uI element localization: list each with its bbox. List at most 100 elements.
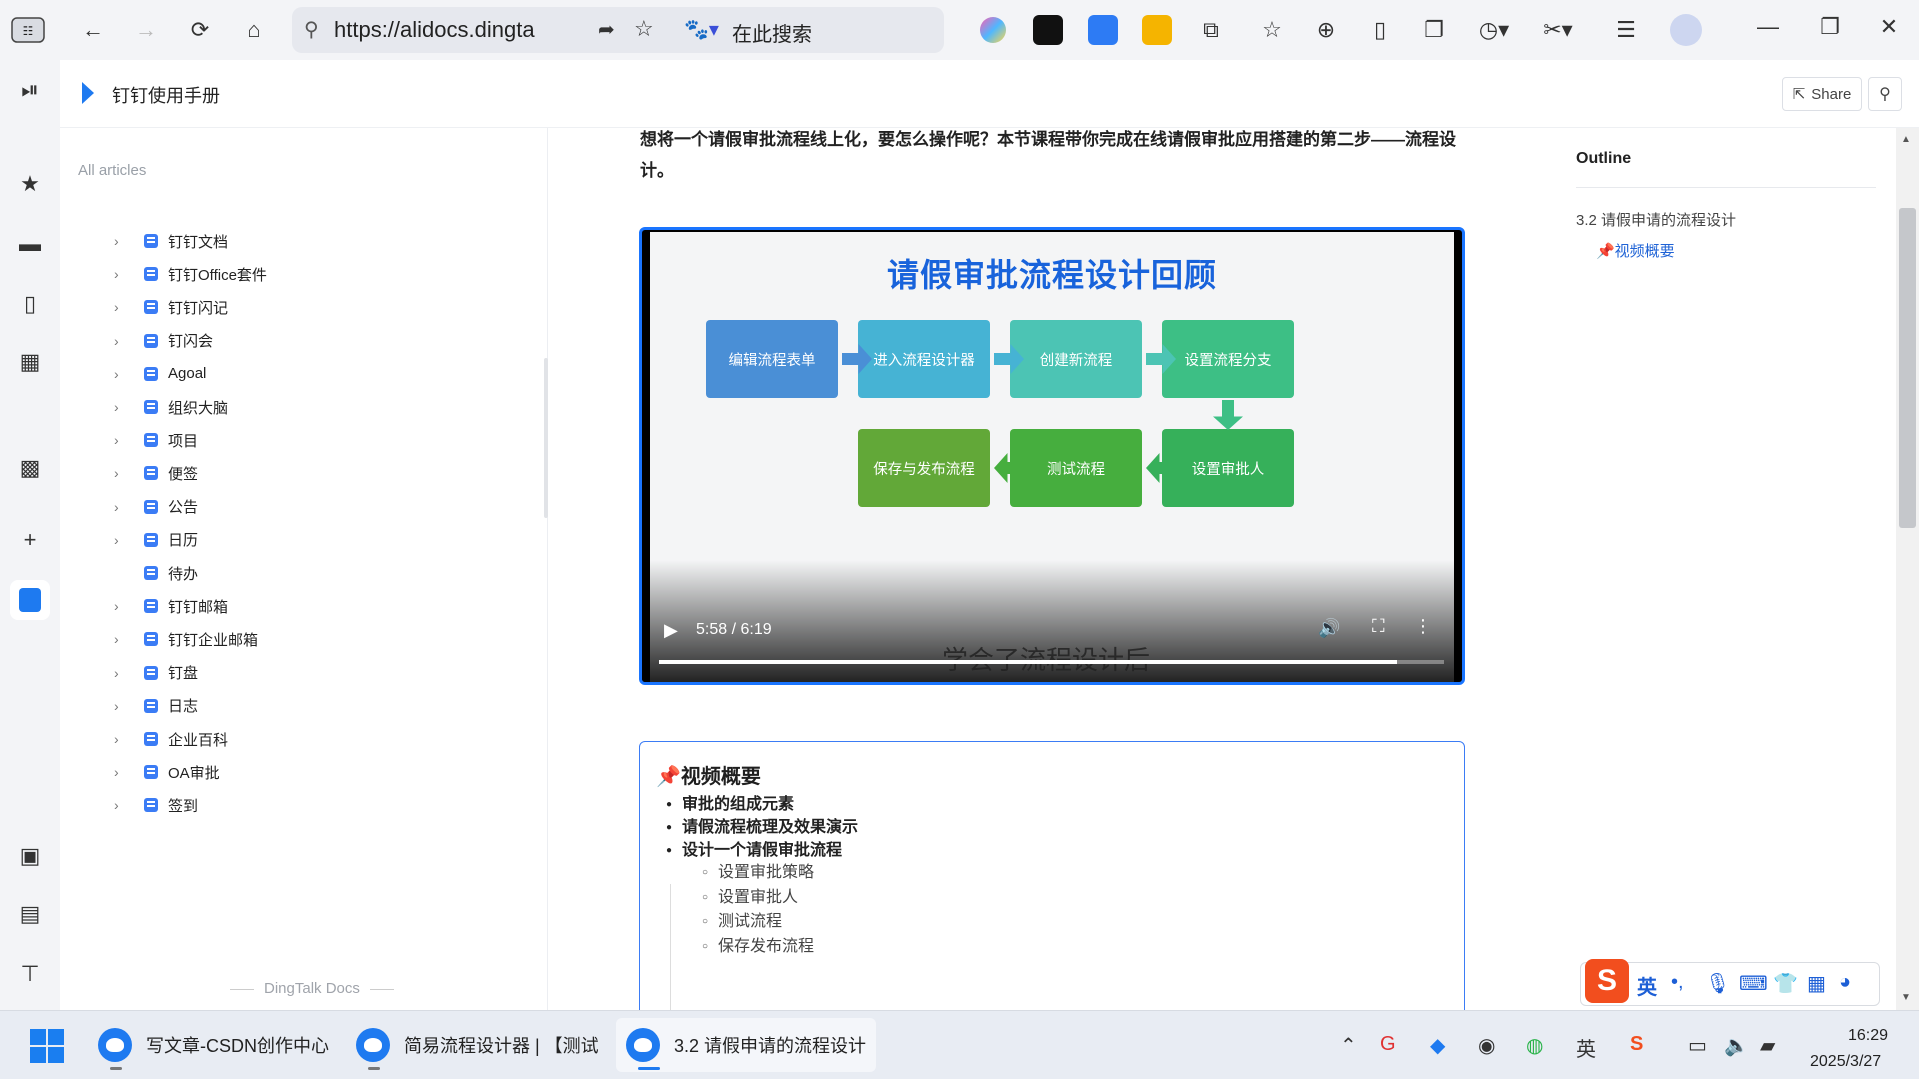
tray-overflow-icon[interactable]: ⌃ [1340,1035,1357,1057]
chevron-right-icon[interactable]: › [114,332,119,349]
sidebar-item[interactable]: ›项目 [114,425,198,455]
scroll-down-icon[interactable]: ▼ [1901,992,1911,1003]
tab-switch-icon[interactable]: ❐ [1424,17,1444,42]
search-engine-input[interactable]: 在此搜索 [732,24,812,46]
media-play-pause-icon[interactable]: ⏯ [21,77,39,102]
share-button[interactable]: ⇱ Share [1782,77,1862,111]
browser-menu-icon[interactable]: ☷ [10,12,46,48]
translate-icon[interactable] [1088,15,1118,45]
clock-date[interactable]: 2025/3/27 [1810,1053,1882,1070]
close-icon[interactable]: ✕ [1879,14,1899,39]
apps-grid-icon[interactable]: ▦ [19,349,41,374]
qq-tray-icon[interactable]: ◉ [1478,1035,1496,1057]
video-progress-bar[interactable] [659,660,1444,664]
mascot-icon[interactable]: ◕ [1839,971,1852,993]
extensions-icon[interactable]: ⧉ [1203,17,1219,42]
tablet-icon[interactable]: ▯ [23,291,37,316]
sidebar-item[interactable]: ›钉盘 [114,658,198,688]
paw-search-icon[interactable]: 🐾▾ [684,19,719,41]
add-widget-icon[interactable]: ▩ [19,455,41,480]
avatar[interactable] [1670,14,1702,46]
saved-folder-icon[interactable]: ▣ [19,843,41,868]
forward-icon[interactable]: → [135,17,157,42]
doc-title[interactable]: 钉钉使用手册 [112,86,220,106]
chevron-right-icon[interactable]: › [114,266,119,283]
chevron-right-icon[interactable]: › [114,399,119,415]
sidebar-item[interactable]: ›日历 [114,525,198,555]
home-icon[interactable]: ⌂ [247,17,261,42]
chevron-right-icon[interactable]: › [114,432,119,449]
bookmark-star-icon[interactable]: ☆ [634,16,654,41]
chevron-right-icon[interactable]: › [114,299,119,316]
outline-item[interactable]: 3.2 请假申请的流程设计 [1576,212,1737,229]
sidebar-item[interactable]: ›组织大脑 [114,392,228,422]
more-options-icon[interactable]: ⋮ [1414,616,1432,636]
wechat-tray-icon[interactable]: ◍ [1526,1035,1544,1057]
chevron-right-icon[interactable]: › [114,233,119,249]
sidebar-item[interactable]: ›签到 [114,790,198,820]
tray-app-icon[interactable]: G [1380,1033,1396,1055]
outline-item[interactable]: 📌视频概要 [1596,243,1675,260]
briefcase-icon[interactable]: ▤ [19,901,41,926]
sidebar-item[interactable]: ›钉钉文档 [114,226,228,256]
taskbar-item[interactable]: 简易流程设计器 | 【测试 [346,1018,609,1072]
doc-search-button[interactable]: ⚲ [1868,77,1902,111]
chevron-right-icon[interactable]: › [114,598,119,615]
sidebar-item[interactable]: ›钉钉企业邮箱 [114,624,258,654]
restore-icon[interactable]: ❐ [1820,14,1840,39]
sidebar-item[interactable]: ›日志 [114,691,198,721]
chevron-right-icon[interactable]: › [114,731,119,747]
play-icon[interactable]: ▶ [664,620,678,640]
ai-assistant-icon[interactable] [980,17,1006,43]
sidebar-item[interactable]: ›钉钉邮箱 [114,591,228,621]
sogou-logo-icon[interactable]: S [1585,959,1629,1003]
tray-ime-indicator[interactable]: 英 [1576,1039,1596,1061]
sidebar-item[interactable]: ›企业百科 [114,724,228,754]
url-text[interactable]: https://alidocs.dingta [334,17,535,42]
keyboard-icon[interactable]: ⌨ [1739,973,1768,995]
reload-icon[interactable]: ⟳ [190,17,210,42]
chevron-right-icon[interactable]: › [114,631,119,648]
sidebar-item[interactable]: 待办 [114,558,198,588]
sidebar-item[interactable]: ›公告 [114,492,198,522]
pin-icon[interactable]: ⊤ [20,961,40,986]
taskbar-item[interactable]: 写文章-CSDN创作中心 [88,1018,339,1072]
sidebar-item[interactable]: ›钉钉闪记 [114,292,228,322]
back-icon[interactable]: ← [82,17,104,42]
chevron-right-icon[interactable]: › [114,664,119,681]
sidebar-item[interactable]: ›钉钉Office套件 [114,259,267,289]
share-page-icon[interactable]: ➦ [598,19,615,41]
sogou-tray-icon[interactable]: S [1630,1033,1644,1055]
sidebar-item[interactable]: ›便签 [114,458,198,488]
network-icon[interactable]: ▭ [1688,1035,1707,1057]
screenshot-icon[interactable]: ✂▾ [1543,17,1573,42]
draw-extension-icon[interactable] [1033,15,1063,45]
toolbox-icon[interactable]: ▦ [1807,973,1826,995]
address-bar[interactable]: ⚲ https://alidocs.dingta ➦ ☆ 🐾▾ 在此搜索 [292,7,944,53]
chevron-right-icon[interactable]: › [114,531,119,548]
page-scroll-thumb[interactable] [1899,208,1916,528]
menu-icon[interactable]: ☰ [1616,17,1636,42]
punctuation-icon[interactable]: •, [1671,971,1684,993]
chevron-right-icon[interactable]: › [114,797,119,814]
scroll-up-icon[interactable]: ▲ [1901,134,1911,145]
chevron-right-icon[interactable]: › [114,697,119,714]
star-icon[interactable]: ★ [20,171,40,196]
minimize-icon[interactable]: — [1757,14,1779,39]
clock-time[interactable]: 16:29 [1848,1027,1889,1044]
battery-icon[interactable]: ▰ [1760,1035,1776,1057]
mobile-icon[interactable]: ▯ [1373,17,1387,42]
sidebar-scrollbar[interactable] [544,358,548,518]
download-icon[interactable]: ⊕ [1316,17,1336,42]
sidebar-item[interactable]: ›Agoal [114,359,206,389]
chevron-right-icon[interactable]: › [114,498,119,515]
favorites-icon[interactable]: ☆ [1262,17,1282,42]
ime-language-toggle[interactable]: 英 [1637,977,1657,999]
volume-tray-icon[interactable]: 🔈 [1724,1035,1749,1057]
folder-icon[interactable]: ▬ [19,231,41,256]
windows-start-icon[interactable] [30,1029,64,1063]
skin-icon[interactable]: 👕 [1773,973,1798,995]
chevron-right-icon[interactable]: › [114,365,119,382]
fullscreen-icon[interactable]: ⛶ [1372,616,1385,636]
sidebar-item[interactable]: ›OA审批 [114,757,220,787]
